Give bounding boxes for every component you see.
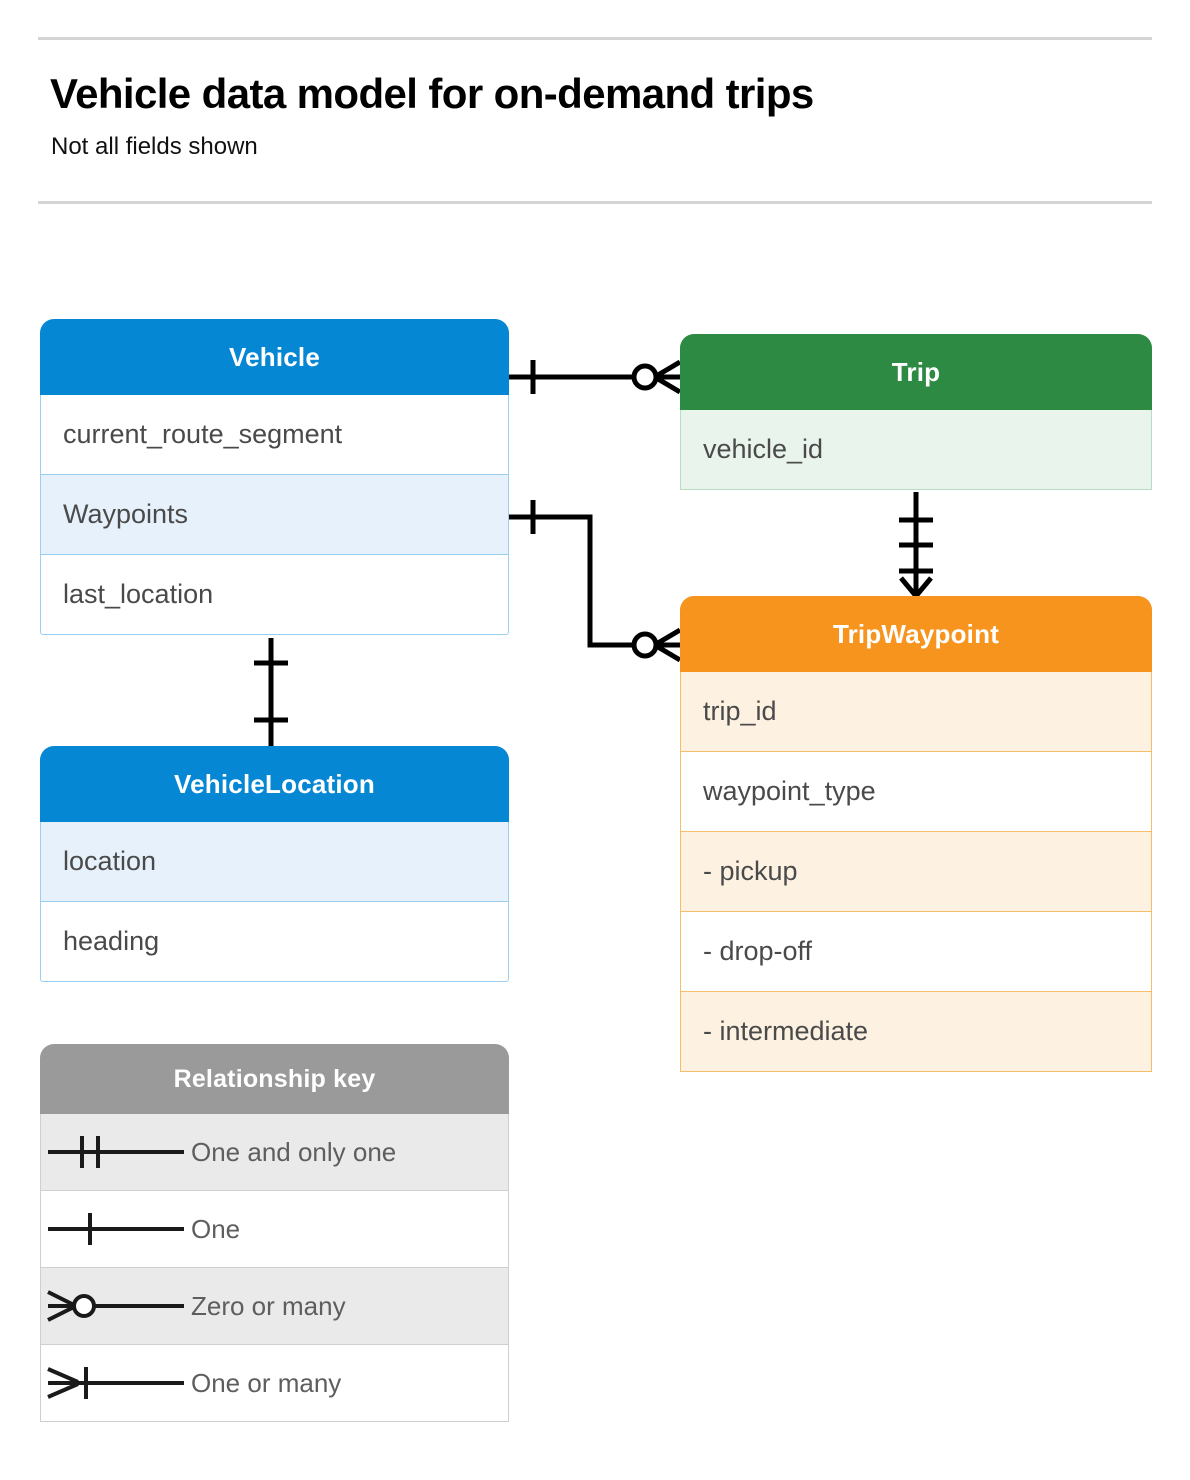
field-waypoint-type-intermediate[interactable]: - intermediate [680, 992, 1152, 1072]
header-divider-bottom [38, 201, 1152, 204]
field-vehicle-id[interactable]: vehicle_id [680, 410, 1152, 490]
field-heading[interactable]: heading [40, 902, 509, 982]
field-trip-id[interactable]: trip_id [680, 672, 1152, 752]
one-and-only-one-icon [41, 1130, 191, 1174]
legend-label-one-or-many: One or many [191, 1367, 342, 1398]
connector-trip-tripwaypoint [899, 492, 933, 598]
entity-vehiclelocation-title: VehicleLocation [40, 746, 509, 822]
field-last-location[interactable]: last_location [40, 555, 509, 635]
entity-trip[interactable]: Trip vehicle_id [680, 334, 1152, 490]
legend-row-one-or-many: One or many [40, 1345, 509, 1422]
one-or-many-icon [41, 1361, 191, 1405]
entity-tripwaypoint[interactable]: TripWaypoint trip_id waypoint_type - pic… [680, 596, 1152, 1072]
entity-vehiclelocation[interactable]: VehicleLocation location heading [40, 746, 509, 982]
legend-label-one: One [191, 1213, 241, 1244]
entity-vehicle[interactable]: Vehicle current_route_segment Waypoints … [40, 319, 509, 635]
field-waypoint-type[interactable]: waypoint_type [680, 752, 1152, 832]
legend-label-zero-or-many: Zero or many [191, 1290, 346, 1321]
relationship-key-legend: Relationship key One and only one One [40, 1044, 509, 1422]
connector-vehicle-trip [509, 359, 682, 395]
field-location[interactable]: location [40, 822, 509, 902]
legend-label-one-and-only-one: One and only one [191, 1136, 397, 1167]
entity-tripwaypoint-title: TripWaypoint [680, 596, 1152, 672]
field-waypoint-type-pickup[interactable]: - pickup [680, 832, 1152, 912]
header-divider-top [38, 37, 1152, 40]
legend-row-one: One [40, 1191, 509, 1268]
legend-title: Relationship key [40, 1044, 509, 1114]
field-waypoint-type-dropoff[interactable]: - drop-off [680, 912, 1152, 992]
field-current-route-segment[interactable]: current_route_segment [40, 395, 509, 475]
one-icon [41, 1207, 191, 1251]
field-waypoints[interactable]: Waypoints [40, 475, 509, 555]
legend-row-one-and-only-one: One and only one [40, 1114, 509, 1191]
connector-waypoints-tripwaypoint [509, 500, 682, 663]
zero-or-many-icon [41, 1284, 191, 1328]
entity-trip-title: Trip [680, 334, 1152, 410]
page-title: Vehicle data model for on-demand trips [50, 70, 814, 117]
connector-vehicle-vehiclelocation [254, 638, 288, 746]
legend-row-zero-or-many: Zero or many [40, 1268, 509, 1345]
page-subtitle: Not all fields shown [51, 133, 258, 160]
entity-vehicle-title: Vehicle [40, 319, 509, 395]
